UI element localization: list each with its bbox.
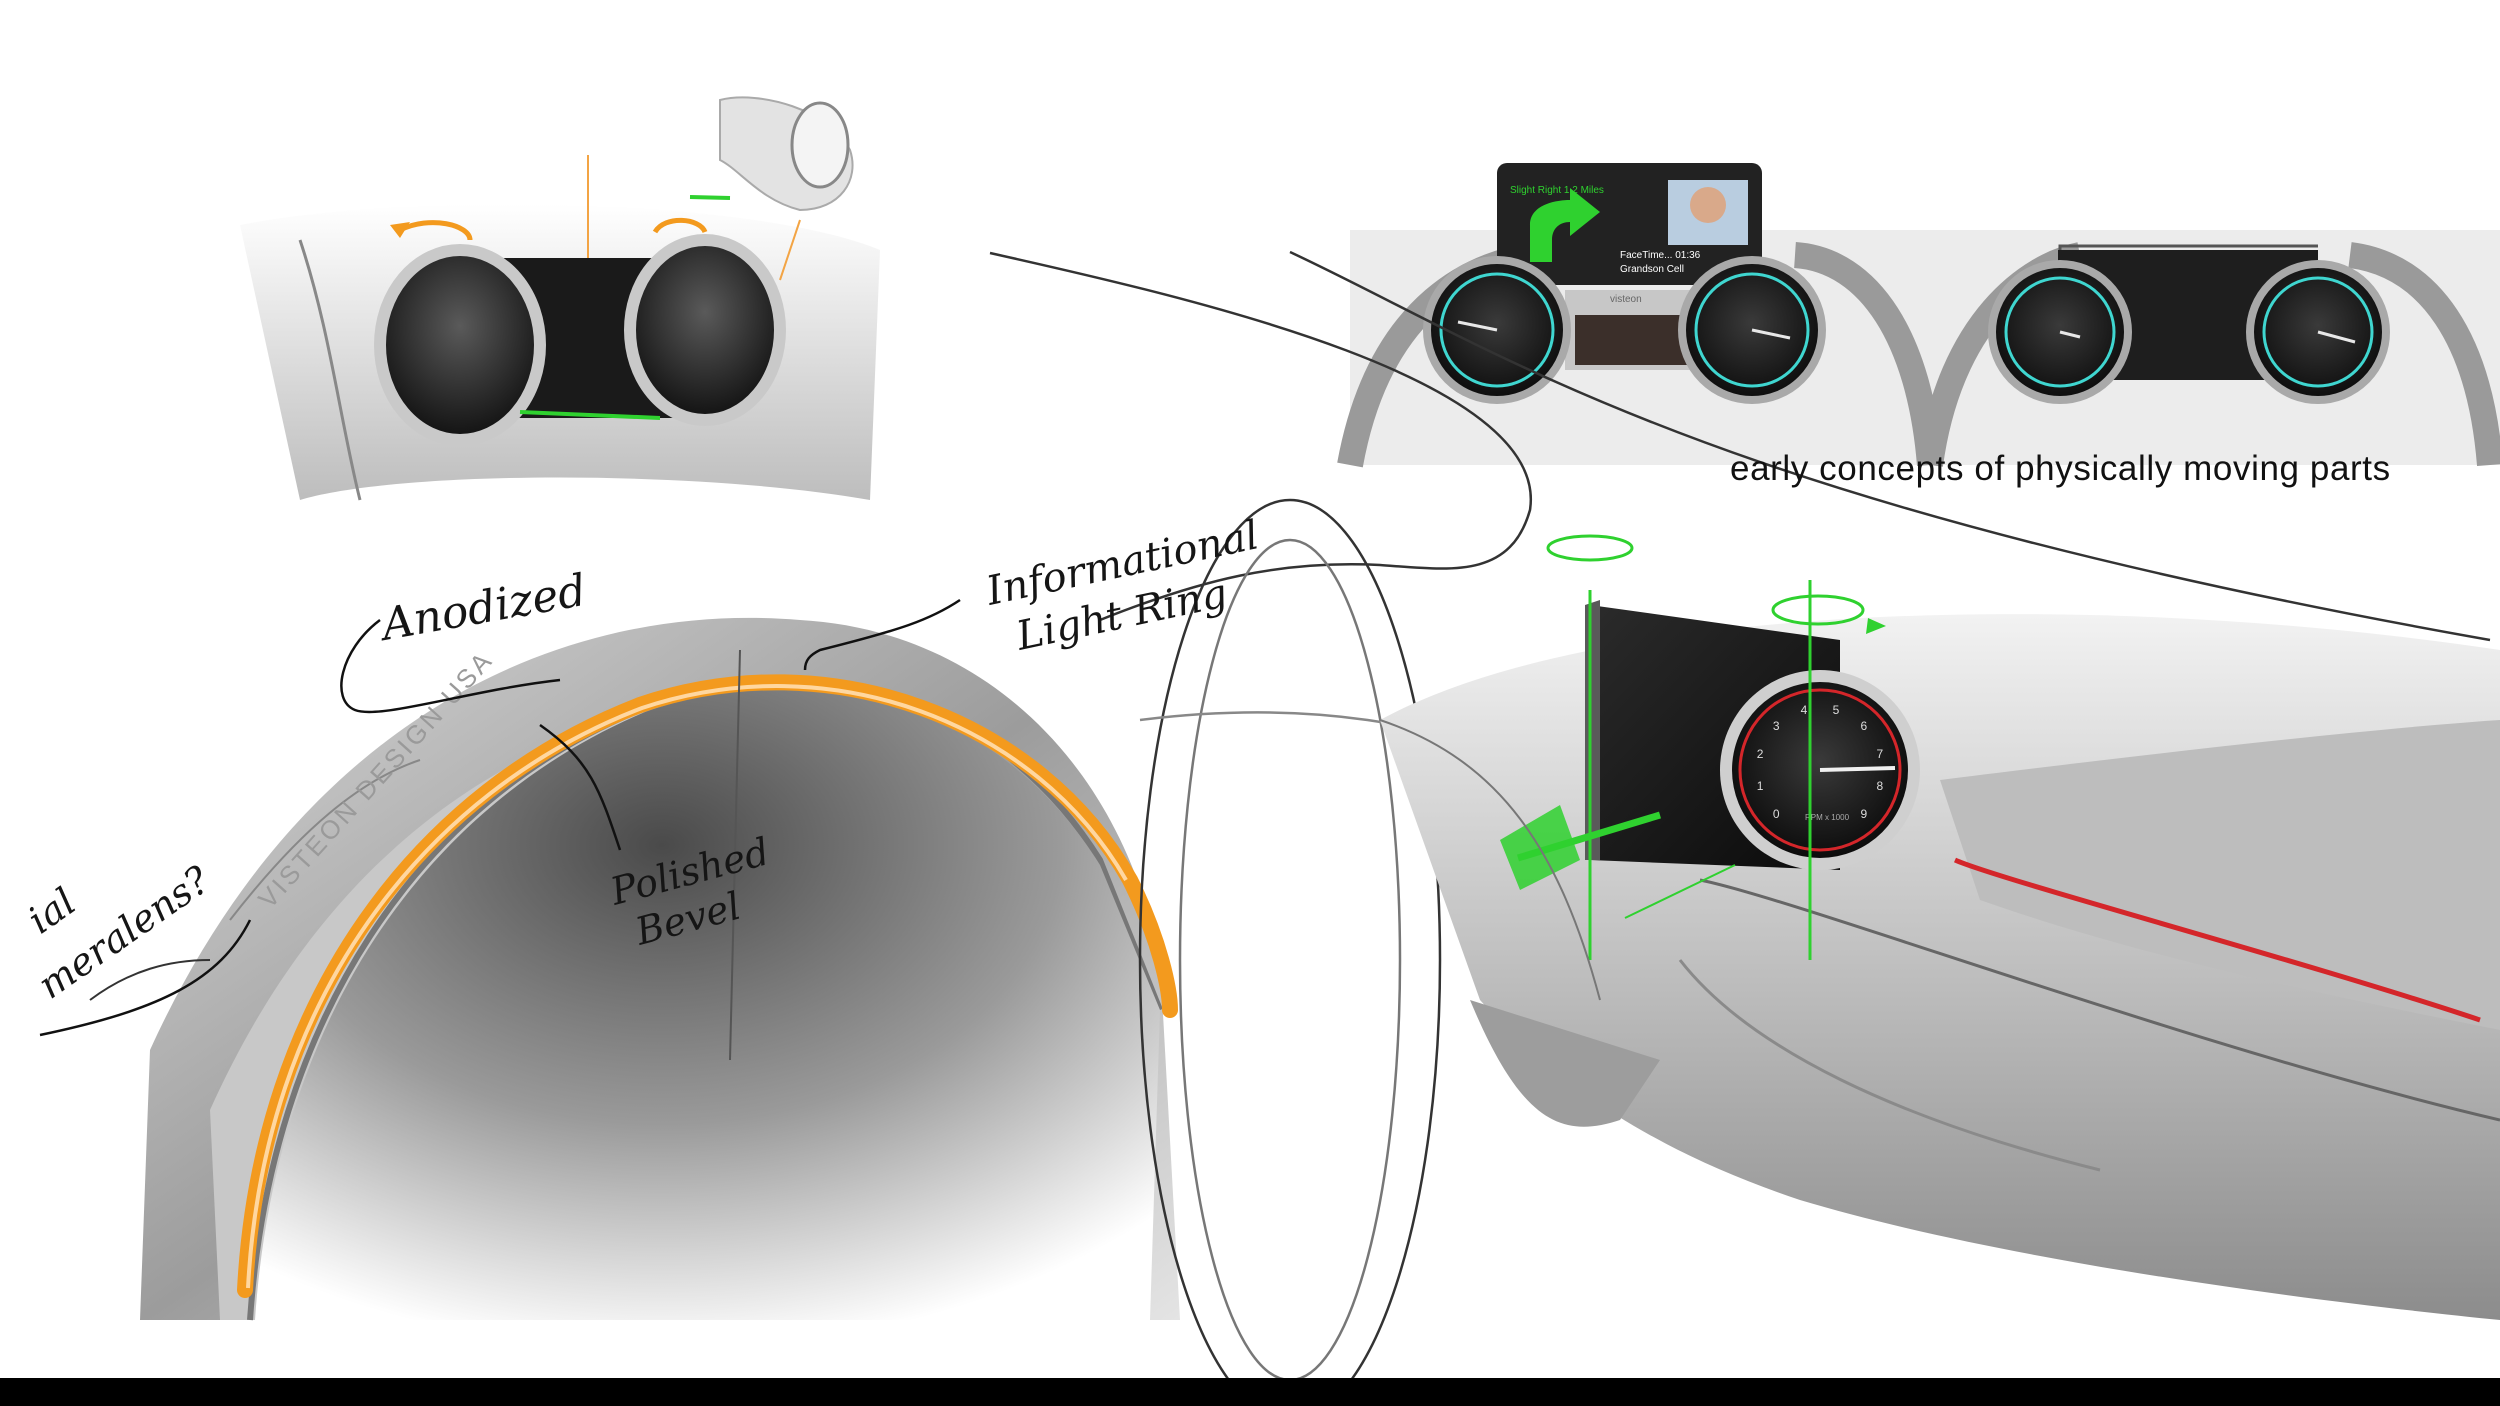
caller-face	[1690, 187, 1726, 223]
call-status-text: FaceTime... 01:36	[1620, 250, 1701, 261]
orange-light-ring	[237, 674, 1178, 1298]
guide-line-orange-2	[779, 219, 801, 281]
steering-wheel-inner	[1178, 538, 1402, 1382]
annotation-leader-lines	[39, 598, 961, 1037]
seam-line	[729, 649, 741, 1061]
rotation-ring-1	[1546, 534, 1634, 562]
concept-2-right-needle	[2317, 330, 2356, 344]
dash-trim-panel	[1940, 720, 2500, 1030]
leader-camera-lens	[39, 919, 252, 1037]
concepts-caption: early concepts of physically moving part…	[1730, 449, 2391, 488]
rotation-arrow-right	[652, 217, 708, 234]
right-gauge-needle	[1751, 328, 1791, 340]
left-gauge-cyan-ring	[1439, 272, 1555, 388]
rotation-arrow-left	[398, 220, 473, 241]
tachometer-numeral: 3	[1773, 719, 1780, 733]
light-ring-highlight	[246, 684, 1128, 1289]
tachometer-numeral: 7	[1877, 747, 1884, 761]
dash-vent	[1470, 1000, 1660, 1127]
inner-dial-bowl	[255, 687, 1160, 1320]
screen-edge	[1585, 600, 1600, 860]
tachometer-numeral: 0	[1773, 807, 1780, 821]
right-gauge-pod	[624, 234, 786, 426]
steering-wheel-lines	[989, 250, 2491, 1406]
rotation-ring-arrow-icon	[1866, 618, 1886, 634]
tachometer-needle	[1819, 766, 1896, 772]
concept-arch-right	[2348, 242, 2500, 467]
mirror-lens	[790, 101, 850, 189]
camera-lens-note-line1: ial	[20, 879, 84, 942]
brand-label: visteon	[1610, 294, 1642, 305]
concept-2-panel-top	[2058, 244, 2318, 250]
tachometer-numeral: 9	[1860, 807, 1867, 821]
tachometer-numeral: 8	[1877, 779, 1884, 793]
sweep-curve-1	[989, 251, 1532, 622]
top-right-concepts: Slight Right 1.2 Miles FaceTime... 01:36…	[1337, 163, 2500, 468]
dash-left-edge	[1379, 719, 1601, 1001]
left-gauge-pod	[374, 244, 546, 446]
depth-axis-line	[1624, 864, 1736, 919]
concept-2-right-cyan-ring	[2262, 276, 2374, 388]
nav-instruction-text: Slight Right 1.2 Miles	[1510, 185, 1604, 196]
left-gauge-needle	[1457, 320, 1498, 332]
tachometer-numeral: 1	[1757, 779, 1764, 793]
leader-polished	[539, 723, 622, 851]
tachometer-unit-text: RPM x 1000	[1805, 813, 1850, 822]
right-gauge-cyan-ring	[1694, 272, 1810, 388]
red-ambient-line	[1953, 857, 2481, 1023]
top-left-cluster-sketch	[240, 96, 880, 501]
leader-anodized	[340, 619, 561, 714]
rim-edge-line	[89, 959, 211, 1001]
nav-turn-arrow-icon	[1530, 188, 1600, 262]
call-contact-text: Grandson Cell	[1620, 264, 1684, 275]
bottom-black-bar	[0, 1378, 2500, 1406]
leader-informational	[803, 598, 961, 671]
steering-wheel-outer	[1138, 498, 1442, 1406]
tachometer-numeral: 5	[1833, 703, 1840, 717]
engraving-guide	[229, 759, 421, 921]
tachometer-numeral: 6	[1860, 719, 1867, 733]
concept-2-left-needle	[2059, 330, 2081, 339]
dash-lower-edge	[1678, 959, 2101, 1172]
tachometer-numeral: 2	[1757, 747, 1764, 761]
sweep-curve-2	[1289, 250, 2491, 642]
cluster-edge-line	[298, 239, 362, 501]
arrow-head-left	[390, 222, 410, 238]
dash-crease	[1699, 878, 2500, 1122]
tachometer-numeral: 4	[1801, 703, 1808, 717]
rotation-ring-2	[1771, 594, 1865, 626]
green-light-strip	[519, 410, 661, 420]
green-light-strip-top	[689, 195, 731, 200]
rear-camera-screen	[1575, 315, 1687, 365]
large-ring-detail	[89, 617, 1180, 1321]
concept-2-left-cyan-ring	[2004, 276, 2116, 388]
tachometer-red-ring	[1738, 688, 1902, 852]
anodized-note: Anodized	[374, 565, 590, 652]
concept-arch-mid-a	[1793, 242, 1943, 467]
